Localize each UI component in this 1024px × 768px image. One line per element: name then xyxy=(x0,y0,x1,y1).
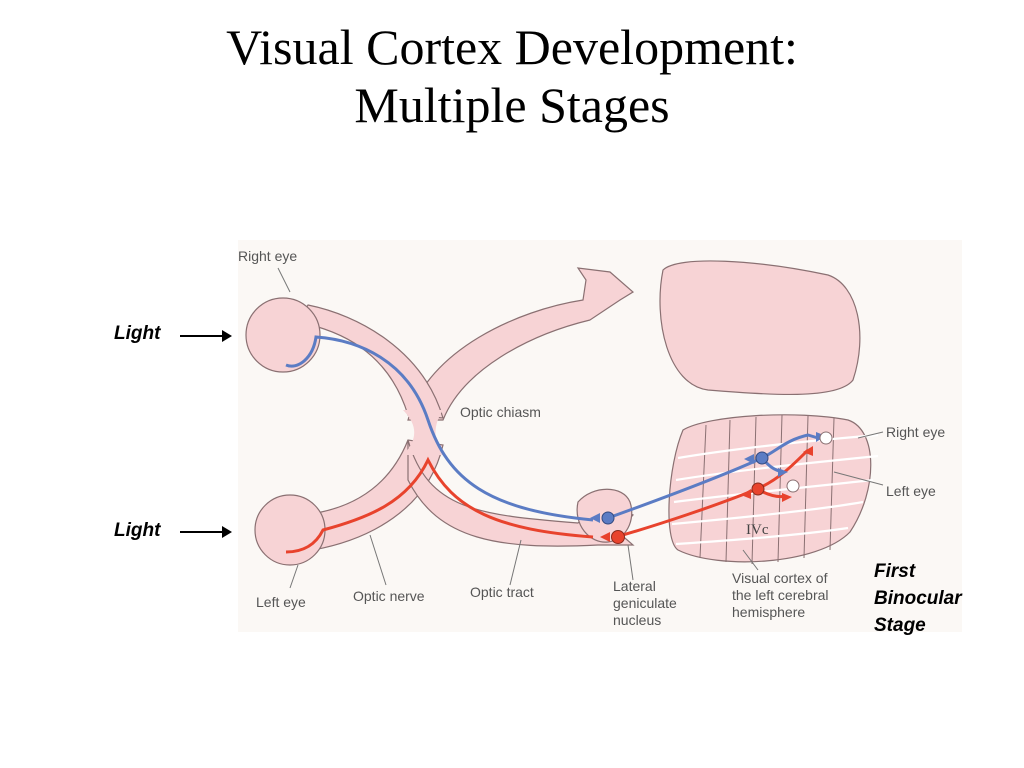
visual-pathway-diagram xyxy=(245,260,884,589)
cortex-red-cell xyxy=(751,482,765,496)
left-eye-label: Left eye xyxy=(256,594,306,610)
layer-ivc-label: IVc xyxy=(746,522,769,538)
cortex-left-eye-label: Left eye xyxy=(886,483,936,499)
lgn-label: Lateral geniculate nucleus xyxy=(613,578,677,628)
lgn-red-cell xyxy=(611,530,625,544)
right-eye-nerve xyxy=(297,304,444,419)
lgn-blue-cell xyxy=(601,511,615,525)
title-line-1: Visual Cortex Development: xyxy=(226,19,798,75)
cortex-right-eye-label: Right eye xyxy=(886,424,946,440)
light-arrow-bottom xyxy=(180,526,232,538)
light-arrow-top xyxy=(180,330,232,342)
visual-cortex-label: Visual cortex of the left cerebral hemis… xyxy=(732,570,829,620)
optic-chiasm-label: Optic chiasm xyxy=(460,404,541,420)
lgn-red-terminal xyxy=(600,532,610,542)
visual-pathway-figure: Right eye Optic chiasm Left eye Optic ne… xyxy=(238,240,962,632)
right-eye-label: Right eye xyxy=(238,248,298,264)
right-eye-pathway-line xyxy=(285,335,594,522)
upper-optic-arm xyxy=(407,267,635,421)
first-binocular-stage-label: First Binocular Stage xyxy=(874,561,962,636)
slide-title: Visual Cortex Development: Multiple Stag… xyxy=(0,18,1024,134)
left-eye-shape xyxy=(254,494,326,566)
lgn-blue-terminal xyxy=(590,513,600,523)
optic-nerve-label: Optic nerve xyxy=(353,588,425,604)
right-hemisphere-shape xyxy=(659,260,861,396)
title-line-2: Multiple Stages xyxy=(354,77,670,133)
right-eye-shape xyxy=(245,297,321,373)
visual-cortex-shape xyxy=(668,414,872,563)
left-eye-pathway-line xyxy=(285,456,594,554)
cortex-blue-cell xyxy=(755,451,769,465)
light-label-top: Light xyxy=(114,323,161,344)
light-label-bottom: Light xyxy=(114,520,161,541)
optic-tract-label: Optic tract xyxy=(470,584,534,600)
